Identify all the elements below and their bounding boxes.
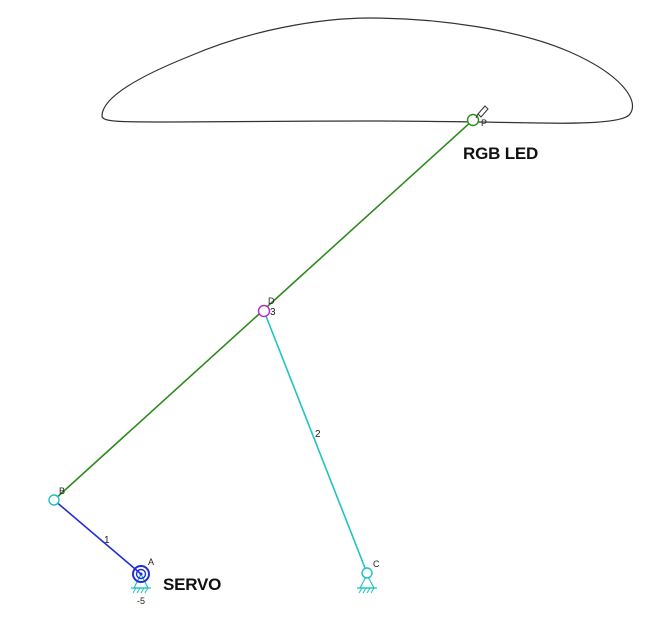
servo-angle-value: -5: [137, 596, 145, 606]
joint-b-icon[interactable]: [48, 494, 60, 506]
rgb-led-label: RGB LED: [463, 144, 538, 163]
coupler-path-curve: [101, 17, 634, 124]
joint-c-icon[interactable]: [361, 567, 373, 579]
joint-label-c: C: [373, 559, 380, 569]
link-label-2: 2: [315, 429, 321, 440]
joint-label-p: P: [481, 118, 487, 128]
link-label-1: 1: [104, 535, 110, 546]
joint-p-icon[interactable]: [466, 113, 480, 127]
joint-d-icon[interactable]: [257, 304, 271, 318]
servo-label: SERVO: [163, 575, 221, 594]
motor-ring-icon[interactable]: [132, 565, 150, 583]
crank-link-1[interactable]: [53, 499, 142, 575]
ground-hatch-icon-c: [357, 573, 377, 594]
joint-label-d: D: [268, 296, 275, 306]
joint-label-b: B: [59, 486, 65, 496]
link-label-3: 3: [270, 307, 276, 318]
joint-label-a: A: [148, 557, 154, 567]
pen-icon: [475, 105, 489, 119]
rocker-link-2[interactable]: [263, 310, 368, 574]
